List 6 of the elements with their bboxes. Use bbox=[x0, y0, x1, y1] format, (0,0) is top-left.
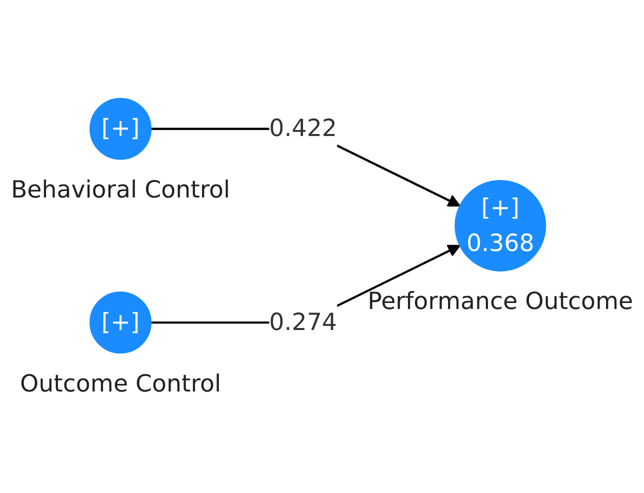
construct-name: Behavioral Control bbox=[10, 176, 230, 204]
construct-name: Outcome Control bbox=[20, 369, 222, 398]
construct-circle: [+] bbox=[90, 292, 152, 354]
construct-circle: [+] 0.368 bbox=[454, 180, 546, 272]
construct-circle: [+] bbox=[90, 98, 152, 160]
construct-name: Performance Outcome bbox=[368, 287, 634, 316]
